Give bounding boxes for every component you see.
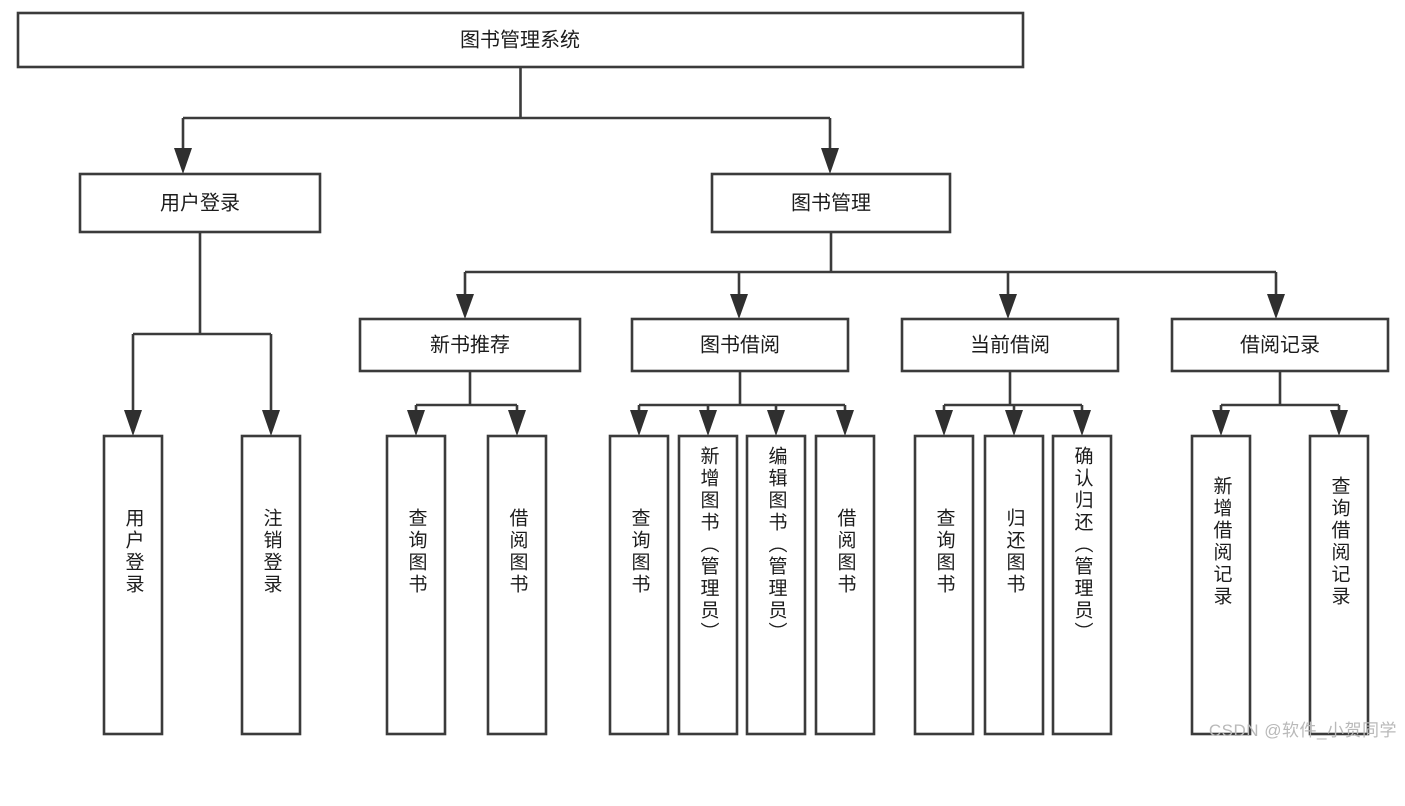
- node-label-root: 图书管理系统: [460, 28, 580, 51]
- node-label-book-management: 图书管理: [791, 191, 871, 214]
- flowchart-diagram: 图书管理系统 用户登录 图书管理 新书推荐 图书借阅 当前借阅 借阅记录: [16, 11, 1397, 740]
- node-box-query-borrow-record[interactable]: [1308, 434, 1370, 736]
- node-label-book-borrow: 图书借阅: [700, 333, 780, 356]
- node-box-current-borrow[interactable]: [900, 317, 1120, 373]
- arrowhead-borrow-book-1: [508, 410, 526, 436]
- node-box-user-login[interactable]: [78, 172, 322, 234]
- arrowhead-query-book-3: [935, 410, 953, 436]
- arrowhead-query-borrow-record: [1330, 410, 1348, 436]
- arrowhead-add-borrow-record: [1212, 410, 1230, 436]
- arrowhead-query-book-1: [407, 410, 425, 436]
- node-label-new-book-recommend: 新书推荐: [430, 333, 510, 356]
- arrowhead-add-book-admin: [699, 410, 717, 436]
- node-box-user-logout-action[interactable]: [240, 434, 302, 736]
- arrowhead-user-login-action: [124, 410, 142, 436]
- connector-group-book-borrow: [630, 371, 854, 436]
- arrowhead-query-book-2: [630, 410, 648, 436]
- arrowhead-user-login: [174, 148, 192, 174]
- connector-group-user-login: [124, 232, 280, 436]
- arrowhead-new-book-recommend: [456, 294, 474, 319]
- connector-group-current-borrow: [935, 371, 1091, 436]
- arrowhead-confirm-return-admin: [1073, 410, 1091, 436]
- connector-group-new-book-recommend: [407, 371, 526, 436]
- arrowhead-borrow-records: [1267, 294, 1285, 319]
- node-box-query-book-1[interactable]: [385, 434, 447, 736]
- node-box-query-book-2[interactable]: [608, 434, 670, 736]
- node-label-borrow-records: 借阅记录: [1240, 333, 1320, 356]
- arrowhead-edit-book-admin: [767, 410, 785, 436]
- node-box-confirm-return-admin[interactable]: [1051, 434, 1113, 736]
- node-box-edit-book-admin[interactable]: [745, 434, 807, 736]
- node-box-borrow-records[interactable]: [1170, 317, 1390, 373]
- arrowhead-current-borrow: [999, 294, 1017, 319]
- node-label-user-login: 用户登录: [160, 191, 240, 214]
- connector-group-borrow-records: [1212, 371, 1348, 436]
- node-current-borrow[interactable]: 当前借阅: [900, 317, 1120, 373]
- node-new-book-recommend[interactable]: 新书推荐: [358, 317, 582, 373]
- node-user-login[interactable]: 用户登录: [78, 172, 322, 234]
- connector-group-book-management: [456, 232, 1285, 319]
- node-box-borrow-book-2[interactable]: [814, 434, 876, 736]
- node-box-book-management[interactable]: [710, 172, 952, 234]
- node-box-book-borrow[interactable]: [630, 317, 850, 373]
- node-book-borrow[interactable]: 图书借阅: [630, 317, 850, 373]
- node-box-query-book-3[interactable]: [913, 434, 975, 736]
- node-root[interactable]: 图书管理系统: [16, 11, 1025, 69]
- arrowhead-book-management: [821, 148, 839, 174]
- node-box-add-book-admin[interactable]: [677, 434, 739, 736]
- arrowhead-book-borrow: [730, 294, 748, 319]
- node-book-management[interactable]: 图书管理: [710, 172, 952, 234]
- csdn-watermark: CSDN @软件_小贺同学: [1208, 721, 1397, 740]
- node-box-return-book[interactable]: [983, 434, 1045, 736]
- node-box-add-borrow-record[interactable]: [1190, 434, 1252, 736]
- node-box-user-login-action[interactable]: [102, 434, 164, 736]
- arrowhead-return-book: [1005, 410, 1023, 436]
- arrowhead-borrow-book-2: [836, 410, 854, 436]
- node-box-new-book-recommend[interactable]: [358, 317, 582, 373]
- node-box-borrow-book-1[interactable]: [486, 434, 548, 736]
- node-borrow-records[interactable]: 借阅记录: [1170, 317, 1390, 373]
- flowchart-canvas: 图书管理系统 用户登录 图书管理 新书推荐 图书借阅 当前借阅 借阅记录: [16, 11, 1390, 736]
- node-label-current-borrow: 当前借阅: [970, 333, 1050, 356]
- node-box-root[interactable]: [16, 11, 1025, 69]
- connector-group-root: [174, 67, 839, 174]
- arrowhead-user-logout-action: [262, 410, 280, 436]
